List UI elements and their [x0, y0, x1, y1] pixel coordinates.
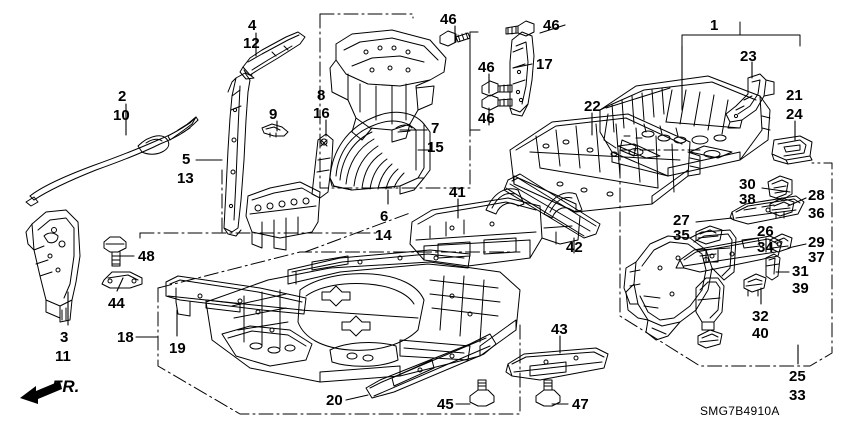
callout-41: 41	[449, 184, 466, 201]
callout-6: 6	[380, 208, 389, 225]
callout-17: 17	[536, 56, 553, 73]
callout-35: 35	[673, 227, 690, 244]
callout-43: 43	[551, 321, 568, 338]
callout-1: 1	[710, 17, 719, 34]
callout-37: 37	[808, 249, 825, 266]
callout-9: 9	[269, 106, 278, 123]
callout-46-a: 46	[440, 11, 457, 28]
callout-47: 47	[572, 396, 589, 413]
callout-22: 22	[584, 98, 601, 115]
callout-5: 5	[182, 151, 191, 168]
callout-46-d: 46	[478, 110, 495, 127]
callout-26: 26	[757, 223, 774, 240]
callout-18: 18	[117, 329, 134, 346]
callout-29: 29	[808, 234, 825, 251]
callout-46-c: 46	[478, 59, 495, 76]
callout-3: 3	[60, 329, 69, 346]
callout-10: 10	[113, 107, 130, 124]
callout-40: 40	[752, 325, 769, 342]
callout-36: 36	[808, 205, 825, 222]
callout-19: 19	[169, 340, 186, 357]
callout-33: 33	[789, 387, 806, 404]
callout-24: 24	[786, 106, 803, 123]
callout-27: 27	[673, 212, 690, 229]
callout-15: 15	[427, 139, 444, 156]
callout-4: 4	[248, 17, 257, 34]
diagram-part-code: SMG7B4910A	[700, 404, 780, 418]
callout-32: 32	[752, 308, 769, 325]
callout-34: 34	[757, 239, 774, 256]
callout-44: 44	[108, 295, 125, 312]
callout-48: 48	[138, 248, 155, 265]
callout-20: 20	[326, 392, 343, 409]
callout-31: 31	[792, 263, 809, 280]
callout-8: 8	[317, 87, 326, 104]
callout-13: 13	[177, 170, 194, 187]
front-direction-label: FR.	[52, 377, 80, 396]
callout-11: 11	[55, 348, 71, 365]
front-direction-arrow-icon	[20, 381, 62, 404]
callout-12: 12	[243, 35, 260, 52]
callout-39: 39	[792, 280, 809, 297]
callout-2: 2	[118, 88, 127, 105]
callout-42: 42	[566, 239, 583, 256]
callout-7: 7	[431, 120, 440, 137]
callout-23: 23	[740, 48, 757, 65]
callout-30: 30	[739, 176, 756, 193]
callout-46-b: 46	[543, 17, 560, 34]
callout-25: 25	[789, 368, 806, 385]
callout-38: 38	[739, 191, 756, 208]
callout-16: 16	[313, 105, 330, 122]
callout-45: 45	[437, 396, 454, 413]
callout-14: 14	[375, 227, 392, 244]
callout-21: 21	[786, 87, 803, 104]
callout-28: 28	[808, 187, 825, 204]
